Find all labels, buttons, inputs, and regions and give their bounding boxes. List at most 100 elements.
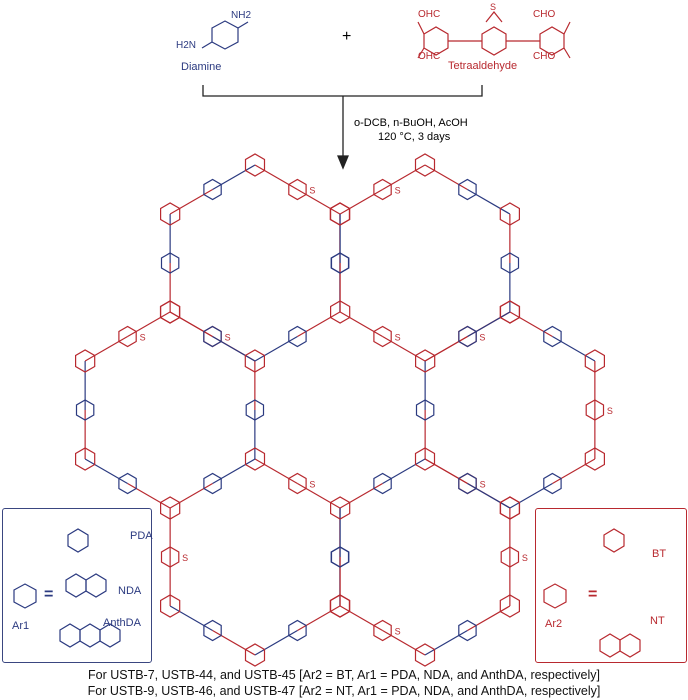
bond <box>297 482 341 509</box>
benzothiadiazole-linker <box>500 546 520 568</box>
bond <box>297 188 341 215</box>
bond <box>212 164 256 191</box>
phenylene-diimine-linker <box>203 472 222 495</box>
benzene-node <box>414 153 436 177</box>
bond <box>169 482 213 509</box>
sulfur-atom-label: S <box>309 480 315 490</box>
phenylene-diimine-linker <box>458 178 477 201</box>
phenylene-diimine-linker <box>75 399 95 421</box>
sulfur-atom-label: S <box>607 406 613 416</box>
bond <box>84 335 128 362</box>
phenylene-diimine-linker <box>415 399 435 421</box>
phenylene-diimine-linker <box>203 619 222 642</box>
benzene-node <box>244 447 266 471</box>
ar1-option-anthda: AnthDA <box>103 617 141 629</box>
h2n-label: H2N <box>176 40 197 51</box>
bond <box>339 188 383 215</box>
cho-label: CHO <box>533 9 556 20</box>
bond <box>382 335 426 362</box>
bond <box>212 335 256 362</box>
sulfur-atom-label: S <box>395 186 401 196</box>
ar2-option-bt: BT <box>652 548 667 560</box>
benzothiadiazole-linker <box>288 178 307 201</box>
ar2-option-nt: NT <box>650 615 665 627</box>
bond <box>382 164 426 191</box>
benzene-node <box>499 496 521 520</box>
benzene-node <box>244 153 266 177</box>
bond <box>212 458 256 485</box>
sulfur-atom-label: S <box>480 480 486 490</box>
bond <box>339 311 383 338</box>
plus-sign: + <box>342 28 352 45</box>
benzene-node <box>584 349 606 373</box>
bond <box>552 335 596 362</box>
benzene-node <box>584 447 606 471</box>
sulfur-atom-label: S <box>479 333 485 343</box>
phenylene-diimine-linker <box>543 472 562 495</box>
ar2-equals: = <box>588 586 598 603</box>
bond <box>169 311 213 338</box>
sulfur-atom-label: S <box>140 333 146 343</box>
phenylene-diimine-linker <box>330 546 350 568</box>
bond <box>127 311 171 338</box>
benzene-node <box>414 447 436 471</box>
benzothiadiazole-linker <box>160 546 180 568</box>
benzene-node <box>160 496 181 520</box>
bond <box>84 458 128 485</box>
phenylene-diimine-linker <box>330 252 350 274</box>
benzothiadiazole-linker <box>118 325 137 348</box>
phenylene-diimine-linker <box>203 325 222 348</box>
phenylene-diimine-linker <box>543 325 562 348</box>
ar1-option-pda: PDA <box>130 530 153 542</box>
benzothiadiazole-linker <box>373 178 392 201</box>
bond <box>169 188 213 215</box>
benzene-node <box>499 300 521 324</box>
sulfur-atom-label: S <box>225 333 231 343</box>
bond <box>382 629 426 656</box>
diamine-structure <box>201 20 249 50</box>
bond <box>424 164 468 191</box>
benzene-node <box>414 643 436 667</box>
ar1-label: Ar1 <box>12 620 30 632</box>
phenylene-diimine-linker <box>118 472 137 495</box>
sulfur-label: S <box>490 2 497 12</box>
benzene-node <box>74 447 96 471</box>
bond <box>509 311 553 338</box>
benzothiadiazole-linker <box>585 399 605 421</box>
benzene-node <box>415 349 436 373</box>
bond <box>424 629 468 656</box>
conditions-line2: 120 °C, 3 days <box>378 131 451 143</box>
bond <box>339 482 383 509</box>
diamine-label: Diamine <box>181 61 222 73</box>
bond <box>127 482 171 509</box>
phenylene-diimine-linker <box>245 399 265 421</box>
phenylene-diimine-linker <box>288 325 307 348</box>
ar2-label: Ar2 <box>545 618 563 630</box>
benzothiadiazole-linker <box>373 619 392 642</box>
tetraaldehyde-label: Tetraaldehyde <box>448 60 518 72</box>
benzene-node <box>160 594 181 618</box>
bond <box>339 605 383 632</box>
bond <box>467 482 511 509</box>
phenylene-diimine-linker <box>160 252 180 274</box>
bond <box>424 458 468 485</box>
phenylene-diimine-linker <box>500 252 520 274</box>
sulfur-atom-label: S <box>522 553 528 563</box>
benzene-node <box>330 496 351 520</box>
footnote-line-2: For USTB-9, USTB-46, and USTB-47 [Ar2 = … <box>87 684 601 698</box>
benzene-node <box>330 300 351 324</box>
bond <box>552 458 596 485</box>
footnote-line-1: For USTB-7, USTB-44, and USTB-45 [Ar2 = … <box>87 668 600 682</box>
phenylene-diimine-linker <box>288 619 307 642</box>
ar2-legend-box <box>535 508 687 663</box>
benzothiadiazole-linker <box>373 325 392 348</box>
phenylene-diimine-linker <box>458 619 477 642</box>
ar1-option-nda: NDA <box>118 585 142 597</box>
sulfur-atom-label: S <box>182 553 188 563</box>
benzene-node <box>499 594 521 618</box>
nh2-label: NH2 <box>231 10 252 21</box>
bond <box>382 458 426 485</box>
bond <box>467 605 511 632</box>
